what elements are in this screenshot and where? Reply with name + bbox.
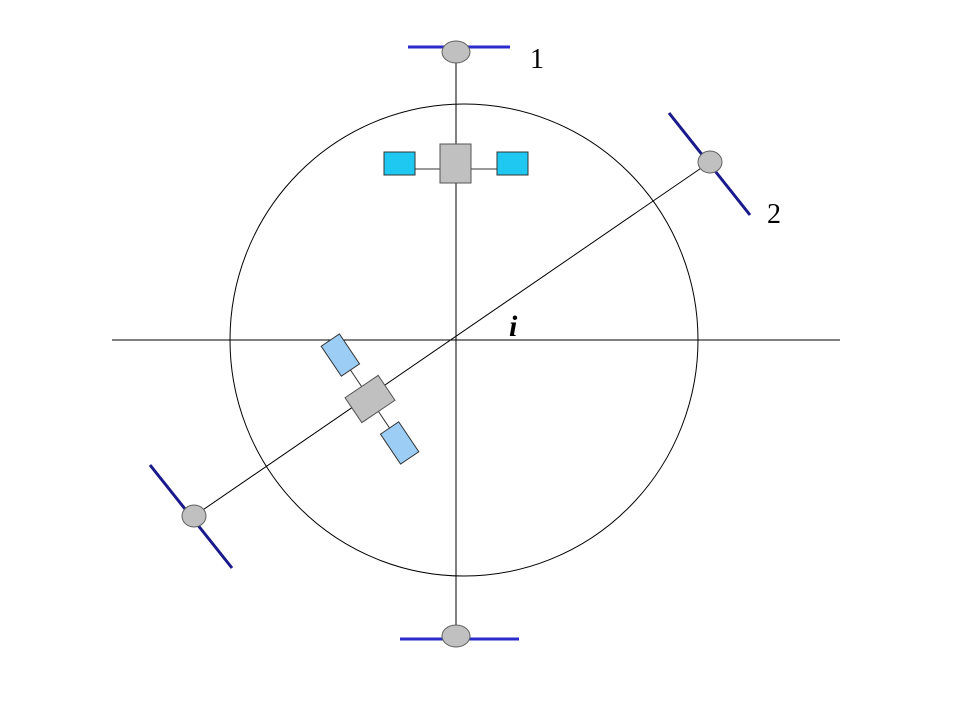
satellite-1-body xyxy=(439,143,472,184)
orbit-circle xyxy=(229,103,699,577)
orbit-2-axis xyxy=(193,161,711,517)
lower-left-pivot xyxy=(181,504,207,528)
top-pole-marker xyxy=(408,40,510,64)
orbit-1-label: 1 xyxy=(530,44,544,75)
satellite-2-upper-panel xyxy=(320,333,361,377)
bottom-pivot xyxy=(441,624,471,648)
bottom-pole-marker xyxy=(400,624,519,648)
satellite-2-lower-panel xyxy=(379,421,420,465)
inclination-label: i xyxy=(509,310,518,343)
top-pivot xyxy=(441,40,471,64)
upper-right-pole-marker xyxy=(667,112,752,216)
satellite-2-body xyxy=(344,374,396,424)
satellite-1-right-panel xyxy=(496,151,529,176)
satellite-orbit-2 xyxy=(320,333,420,465)
lower-left-pole-marker xyxy=(148,464,234,569)
satellite-orbit-1 xyxy=(383,143,529,184)
satellite-1-left-panel xyxy=(383,151,416,176)
orbit-2-label: 2 xyxy=(767,199,781,230)
upper-right-pivot xyxy=(697,150,723,174)
